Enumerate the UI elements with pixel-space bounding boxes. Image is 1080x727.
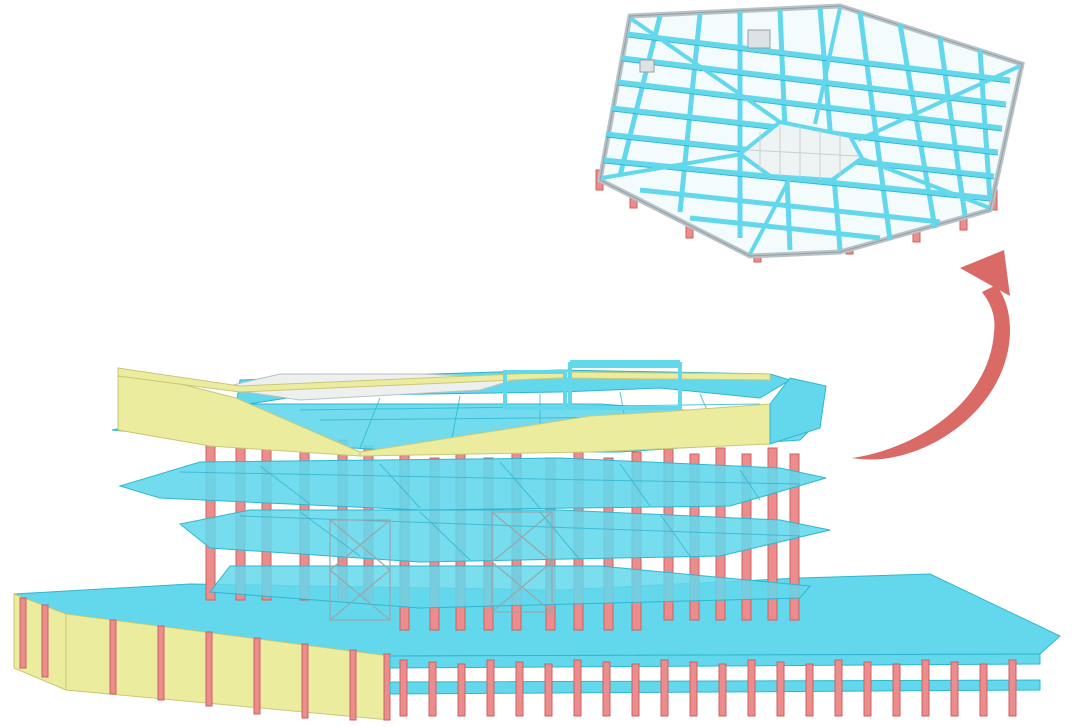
- podium-column: [631, 663, 640, 717]
- arrow-shaft: [852, 285, 1010, 460]
- podium-column: [892, 663, 901, 717]
- podium-front-columns: [399, 659, 1017, 717]
- podium-column: [805, 663, 814, 717]
- podium-column: [515, 661, 524, 717]
- parapet-wall-right: [769, 377, 827, 445]
- podium-column: [776, 661, 785, 717]
- tower-roof-level: [117, 360, 827, 457]
- podium-column: [573, 659, 582, 717]
- podium-column: [689, 661, 698, 717]
- podium-column: [863, 661, 872, 717]
- stair-cores: [329, 511, 553, 621]
- podium-column: [950, 661, 959, 717]
- podium-column: [602, 661, 611, 717]
- podium-column: [399, 659, 408, 717]
- floor-level-1: [209, 565, 811, 609]
- floor-level-3: [118, 457, 827, 511]
- podium-column: [486, 659, 495, 717]
- podium-column: [660, 659, 669, 717]
- podium-column: [457, 663, 466, 717]
- arrow-head: [960, 250, 1010, 296]
- podium-column: [921, 659, 930, 717]
- podium-column: [1008, 659, 1017, 717]
- podium-column: [718, 663, 727, 717]
- roof-beams: [603, 7, 1011, 251]
- roof-hatch: [747, 29, 771, 49]
- rooftop-frame: [503, 370, 567, 410]
- floor-level-2: [178, 509, 831, 563]
- roof-framing-detail: [595, 3, 1025, 263]
- podium-column: [834, 659, 843, 717]
- podium-wall-columns: [19, 597, 391, 721]
- podium-column: [428, 661, 437, 717]
- curved-arrow: [852, 250, 1010, 460]
- podium-column: [747, 659, 756, 717]
- podium-column: [544, 663, 553, 717]
- podium-column: [979, 663, 988, 717]
- parapet-wall-back: [117, 367, 771, 393]
